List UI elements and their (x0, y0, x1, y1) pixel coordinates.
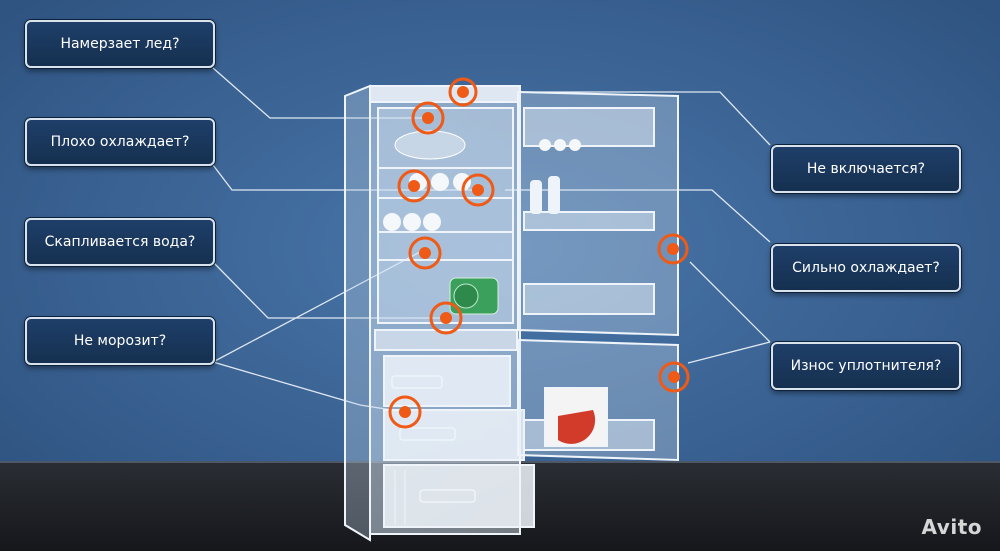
hotspots (388, 77, 690, 429)
label-freezes-ice[interactable]: Намерзает лед? (25, 20, 215, 68)
hotspot-shelf-right (461, 173, 495, 207)
hotspot-upper-shelf (411, 101, 445, 135)
hotspot-top (448, 77, 478, 107)
hotspot-door-middle (657, 233, 689, 265)
food-items (383, 130, 499, 315)
hotspot-shelf-left (397, 169, 431, 203)
hotspot-door-seal (658, 361, 690, 393)
hotspot-lower-shelf (408, 236, 442, 270)
door-items (530, 139, 596, 444)
hotspot-vegetable-bin (429, 301, 463, 335)
label-not-freezing[interactable]: Не морозит? (25, 317, 215, 365)
label-not-turning-on[interactable]: Не включается? (771, 145, 961, 193)
label-cools-poorly[interactable]: Плохо охлаждает? (25, 118, 215, 166)
hotspot-freezer-drawer (388, 395, 422, 429)
label-overcools[interactable]: Сильно охлаждает? (771, 244, 961, 292)
label-water-drips[interactable]: Скапливается вода? (25, 218, 215, 266)
label-seal-wear[interactable]: Износ уплотнителя? (771, 342, 961, 390)
watermark-logo: Avito (921, 515, 982, 539)
